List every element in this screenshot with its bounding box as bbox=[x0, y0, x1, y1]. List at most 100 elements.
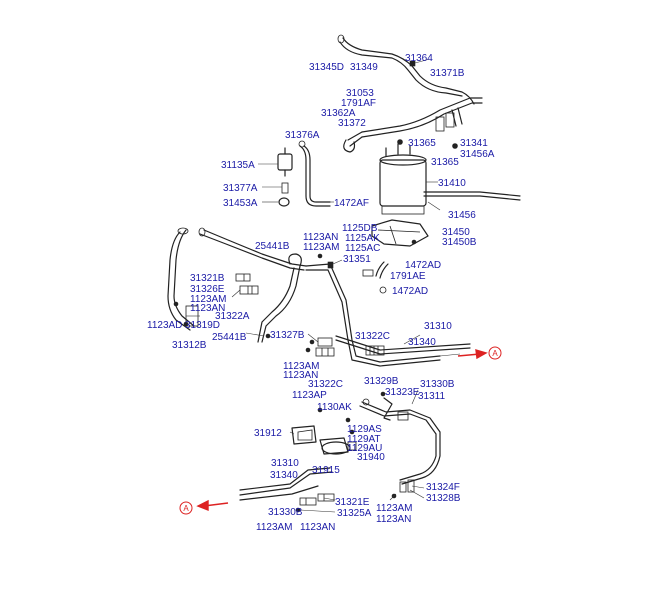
label-1123an-1: 1123AN bbox=[303, 232, 338, 243]
label-31321e: 31321E bbox=[335, 497, 370, 508]
label-1123an-3: 1123AN bbox=[283, 370, 318, 381]
label-1130ak: 1130AK bbox=[317, 402, 352, 413]
label-1129au: 1129AU bbox=[347, 443, 382, 454]
mount-31912 bbox=[291, 425, 317, 445]
bracket-31329b bbox=[380, 391, 393, 421]
label-31322a: 31322A bbox=[215, 311, 250, 322]
label-31341: 31341 bbox=[460, 138, 488, 149]
right-lines-31310 bbox=[335, 335, 471, 355]
label-1123an-5: 1123AN bbox=[376, 514, 411, 525]
breather-hose bbox=[337, 34, 475, 105]
label-25441b-2: 25441B bbox=[212, 332, 247, 343]
fuel-filter-31135a bbox=[277, 147, 293, 177]
label-31312b: 31312B bbox=[172, 340, 207, 351]
part-labels: 31364 31345D 31349 31371B 31053 1791AF 3… bbox=[147, 53, 495, 533]
label-1125ak: 1125AK bbox=[345, 233, 380, 244]
label-31456a: 31456A bbox=[460, 149, 495, 160]
label-31310-a: 31310 bbox=[424, 321, 452, 332]
bracket-31450 bbox=[371, 219, 429, 247]
label-1123an-2: 1123AN bbox=[190, 303, 225, 314]
label-25441b-1: 25441B bbox=[255, 241, 290, 252]
label-1791ae: 1791AE bbox=[390, 271, 426, 282]
label-31330b-1: 31330B bbox=[420, 379, 455, 390]
label-31364: 31364 bbox=[405, 53, 433, 64]
label-31365-a: 31365 bbox=[408, 138, 436, 149]
ref-arrow-right: A bbox=[457, 346, 502, 360]
label-1123ap: 1123AP bbox=[292, 390, 327, 401]
label-31377a: 31377A bbox=[223, 183, 258, 194]
clips-31324f bbox=[391, 479, 415, 499]
small-hose-31377a bbox=[281, 182, 289, 194]
clamps-31327b bbox=[315, 337, 335, 357]
vapor-pipes bbox=[343, 97, 483, 153]
label-31340-a: 31340 bbox=[408, 337, 436, 348]
pump-31940 bbox=[317, 407, 357, 455]
label-31311: 31311 bbox=[418, 391, 446, 402]
label-31322c-1: 31322C bbox=[355, 331, 390, 342]
hoses-1472ad bbox=[362, 261, 389, 294]
label-31324f: 31324F bbox=[426, 482, 460, 493]
label-1123an-4: 1123AN bbox=[300, 522, 335, 533]
label-31053: 31053 bbox=[346, 88, 374, 99]
label-31453a: 31453A bbox=[223, 198, 258, 209]
label-31456: 31456 bbox=[448, 210, 476, 221]
grommet-31453a bbox=[278, 197, 290, 207]
label-31325a: 31325A bbox=[337, 508, 372, 519]
label-31376a: 31376A bbox=[285, 130, 320, 141]
label-1123ad: 1123AD bbox=[147, 320, 182, 331]
canister-hose-31456 bbox=[423, 191, 521, 201]
label-31135a: 31135A bbox=[221, 160, 255, 171]
label-31310-b: 31310 bbox=[271, 458, 299, 469]
label-1129at: 1129AT bbox=[347, 434, 381, 445]
label-1123am-1: 1123AM bbox=[303, 242, 340, 253]
canister-31410 bbox=[379, 143, 438, 215]
label-31340-b: 31340 bbox=[270, 470, 298, 481]
label-1472af: 1472AF bbox=[334, 198, 369, 209]
label-1472ad-1: 1472AD bbox=[405, 260, 441, 271]
lower-left-lines bbox=[239, 467, 333, 501]
label-1125db: 1125DB bbox=[342, 223, 378, 234]
label-31319d: 31319D bbox=[185, 320, 220, 331]
ref-label-right: A bbox=[492, 349, 498, 358]
label-31345d: 31345D bbox=[309, 62, 344, 73]
clip-31365 bbox=[397, 139, 458, 149]
label-31326e: 31326E bbox=[190, 284, 225, 295]
hose-31351 bbox=[327, 259, 343, 269]
label-1123am-3: 1123AM bbox=[283, 361, 320, 372]
label-1472ad-2: 1472AD bbox=[392, 286, 428, 297]
label-31323e: 31323E bbox=[385, 387, 420, 398]
label-1123am-2: 1123AM bbox=[190, 294, 227, 305]
label-31372: 31372 bbox=[338, 118, 366, 129]
label-31371b: 31371B bbox=[430, 68, 465, 79]
leader-lines bbox=[186, 163, 461, 513]
label-1125ac: 1125AC bbox=[345, 243, 380, 254]
label-31940: 31940 bbox=[357, 452, 385, 463]
clip-31364 bbox=[409, 58, 431, 67]
label-31322c-2: 31322C bbox=[308, 379, 343, 390]
label-31329b: 31329B bbox=[364, 376, 399, 387]
label-31450: 31450 bbox=[442, 227, 470, 238]
ref-arrow-left: A bbox=[179, 499, 229, 515]
bolts-1123-mid bbox=[265, 253, 323, 353]
label-31450b: 31450B bbox=[442, 237, 477, 248]
vent-hose-31376a bbox=[298, 140, 331, 207]
label-1129as: 1129AS bbox=[347, 424, 382, 435]
label-31321b: 31321B bbox=[190, 273, 225, 284]
label-31349: 31349 bbox=[350, 62, 378, 73]
label-1123am-4: 1123AM bbox=[256, 522, 293, 533]
label-31327b: 31327B bbox=[270, 330, 305, 341]
label-1123am-5: 1123AM bbox=[376, 503, 413, 514]
pipe-31311 bbox=[359, 398, 441, 485]
label-1791af: 1791AF bbox=[341, 98, 376, 109]
label-31915: 31915 bbox=[312, 465, 340, 476]
label-31362a: 31362A bbox=[321, 108, 356, 119]
label-31365-b: 31365 bbox=[431, 157, 459, 168]
label-31328b: 31328B bbox=[426, 493, 461, 504]
label-31330b-2: 31330B bbox=[268, 507, 303, 518]
label-31912: 31912 bbox=[254, 428, 282, 439]
label-31410: 31410 bbox=[438, 178, 466, 189]
ref-label-left: A bbox=[183, 504, 189, 513]
label-31351: 31351 bbox=[343, 254, 371, 265]
